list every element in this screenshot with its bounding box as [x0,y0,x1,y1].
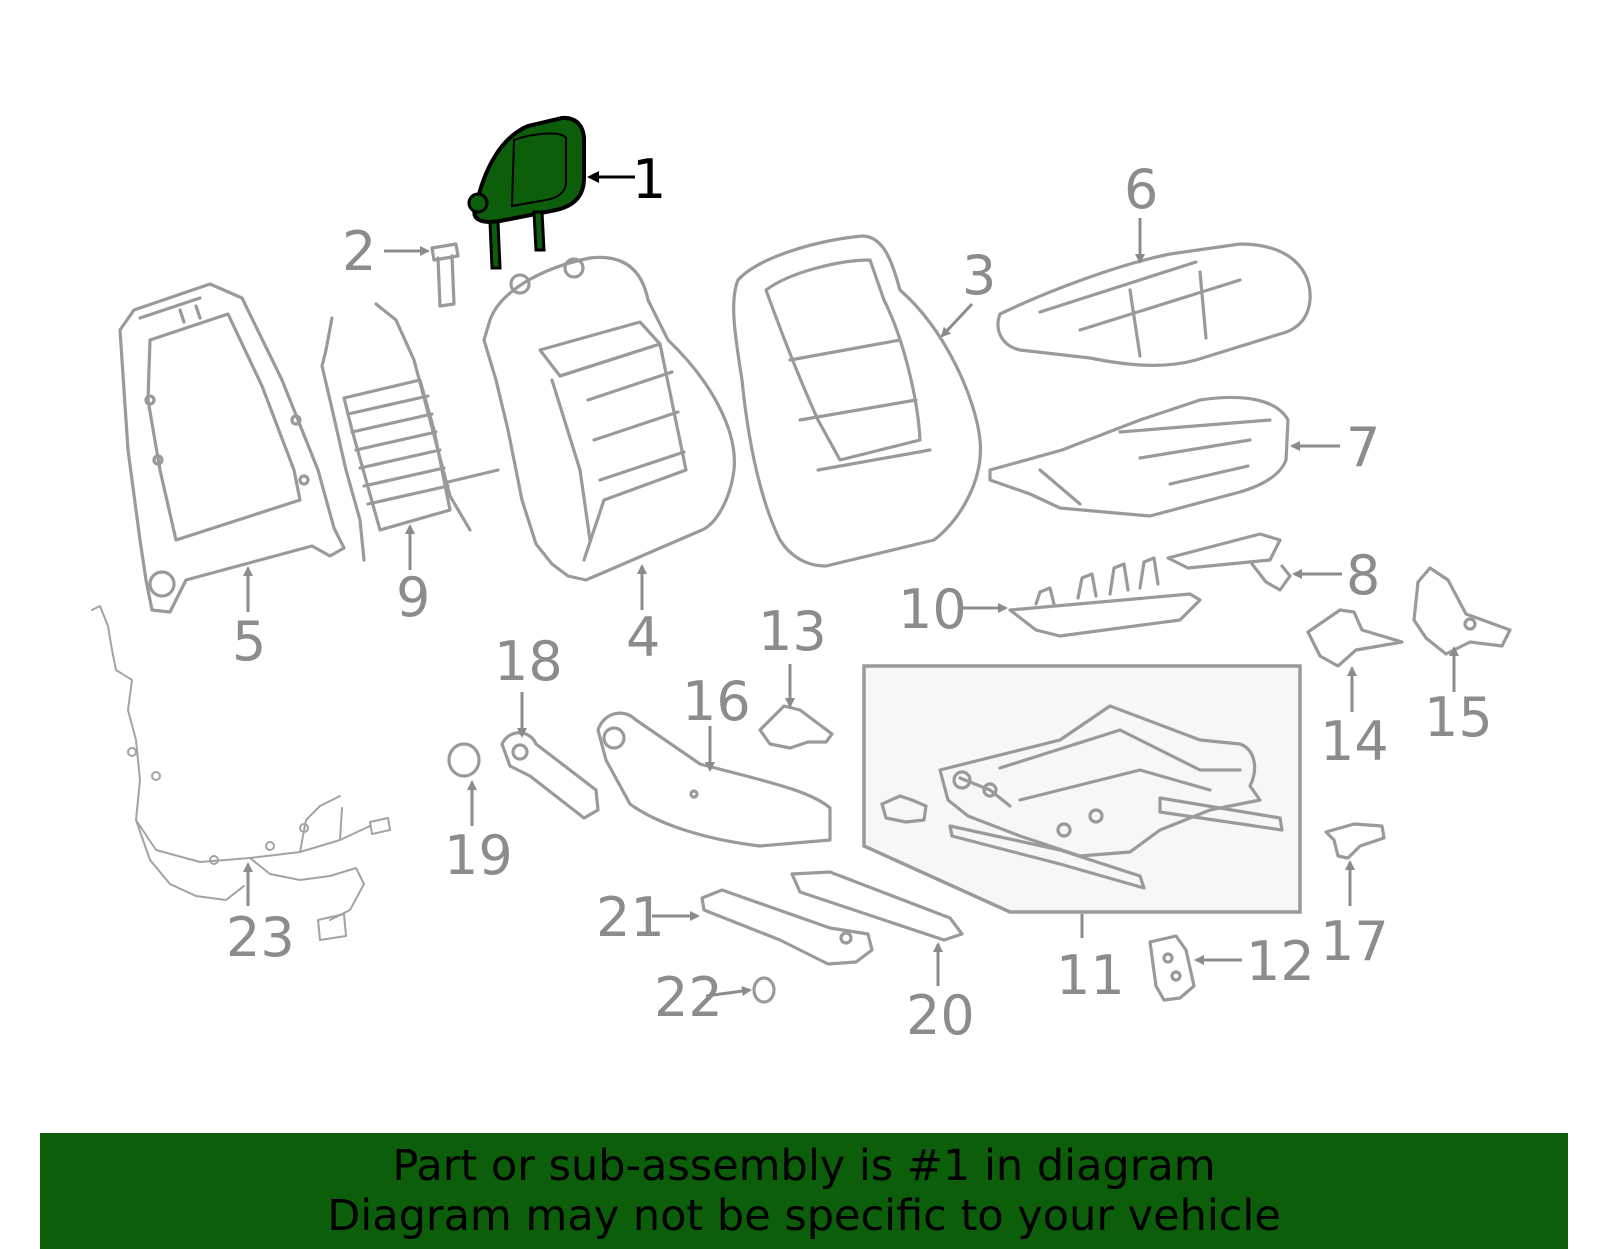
banner-line-1: Part or sub-assembly is #1 in diagram [392,1141,1216,1191]
callout-5: 5 [232,610,266,673]
callout-18: 18 [494,630,563,693]
part-10-seat-springs[interactable] [1008,556,1202,638]
callout-10: 10 [898,578,967,641]
part-16-side-panel[interactable] [596,711,832,848]
part-17-clip[interactable] [1324,822,1386,860]
callout-7: 7 [1346,416,1380,479]
callout-17: 17 [1320,910,1389,973]
part-3-seatback-cover[interactable] [732,234,983,568]
part-13-bracket[interactable] [758,704,834,750]
callout-16: 16 [682,670,751,733]
callout-23: 23 [226,906,295,969]
part-18-lever[interactable] [500,731,600,820]
callout-12: 12 [1246,930,1315,993]
part-23-wiring-harness[interactable] [91,605,391,941]
callout-9: 9 [396,566,430,629]
part-7-cushion-pad[interactable] [988,395,1290,518]
callout-15: 15 [1424,686,1493,749]
callout-2: 2 [342,220,376,283]
part-11-seat-adjuster[interactable] [862,664,1302,914]
part-19-cap[interactable] [447,742,481,778]
callout-6: 6 [1124,158,1158,221]
callout-3: 3 [962,244,996,307]
part-22-grommet[interactable] [752,976,776,1004]
callout-20: 20 [906,984,975,1047]
part-2-guide[interactable] [430,242,460,308]
part-14-shield[interactable] [1306,608,1404,668]
part-6-cushion-cover[interactable] [996,242,1312,367]
callout-8: 8 [1346,544,1380,607]
part-8-switch[interactable] [1166,532,1292,592]
banner-line-2: Diagram may not be specific to your vehi… [327,1191,1281,1241]
callout-22: 22 [654,966,723,1029]
part-1-headrest[interactable] [467,115,586,270]
part-20-trim[interactable] [790,870,964,942]
part-15-shield[interactable] [1412,566,1512,656]
part-9-lumbar-support[interactable] [320,302,500,562]
part-21-trim[interactable] [700,888,874,966]
callout-11: 11 [1056,944,1125,1007]
part-4-seatback-pad[interactable] [482,255,736,582]
callout-14: 14 [1320,710,1389,773]
info-banner: Part or sub-assembly is #1 in diagram Di… [40,1133,1568,1249]
leader-22 [705,986,752,998]
callout-13: 13 [758,600,827,663]
leader-3 [940,302,974,338]
part-5-seatback-frame[interactable] [118,282,346,614]
part-12-module[interactable] [1148,934,1196,1002]
callout-19: 19 [444,824,513,887]
callout-1: 1 [632,148,666,211]
callout-21: 21 [596,886,665,949]
callout-4: 4 [626,606,660,669]
